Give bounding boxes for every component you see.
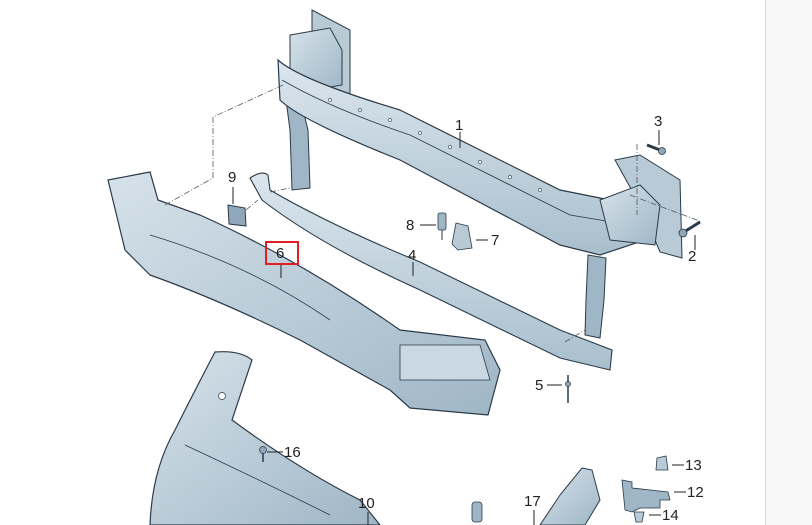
- callout-10[interactable]: 10: [358, 495, 375, 512]
- assembly-lines: [164, 84, 703, 343]
- part-13-nut[interactable]: [655, 455, 669, 471]
- callout-1[interactable]: 1: [455, 117, 464, 134]
- part-7-bracket[interactable]: [451, 222, 473, 251]
- callout-7[interactable]: 7: [491, 232, 500, 249]
- callout-13[interactable]: 13: [685, 457, 702, 474]
- leader-lines: [232, 130, 696, 525]
- part-12-guide-bracket[interactable]: [621, 479, 671, 513]
- callout-8[interactable]: 8: [406, 217, 415, 234]
- callout-17[interactable]: 17: [524, 493, 541, 510]
- callout-4[interactable]: 4: [408, 247, 417, 264]
- part-8-plug[interactable]: [437, 212, 447, 240]
- parts-drawing: [107, 9, 703, 525]
- callout-2[interactable]: 2: [688, 248, 697, 265]
- part-3-bolt[interactable]: [646, 143, 666, 155]
- callout-12[interactable]: 12: [687, 484, 704, 501]
- callout-3[interactable]: 3: [654, 113, 663, 130]
- highlight-box-6: [265, 241, 299, 265]
- callout-14[interactable]: 14: [662, 507, 679, 524]
- part-4-trim-strip[interactable]: [249, 172, 613, 371]
- part-2-bolt[interactable]: [678, 220, 701, 238]
- callout-16[interactable]: 16: [284, 444, 301, 461]
- part-16-screw[interactable]: [259, 446, 267, 463]
- callout-9[interactable]: 9: [228, 169, 237, 186]
- part-14-nut[interactable]: [633, 511, 645, 523]
- part-1-crossmember[interactable]: [277, 9, 683, 339]
- part-6-absorber[interactable]: [107, 171, 501, 416]
- part-9-pad[interactable]: [227, 204, 247, 227]
- part-17-side-bracket[interactable]: [471, 467, 601, 525]
- part-5-rivet[interactable]: [565, 375, 571, 403]
- callout-5[interactable]: 5: [535, 377, 544, 394]
- callout-6[interactable]: 6: [276, 245, 285, 262]
- part-10-bumper-cover[interactable]: [149, 351, 381, 525]
- diagram-canvas: 1 2 3 4 5 6 7 8 9 10 12 13 14 16 17: [107, 9, 704, 525]
- side-panel: [765, 0, 812, 525]
